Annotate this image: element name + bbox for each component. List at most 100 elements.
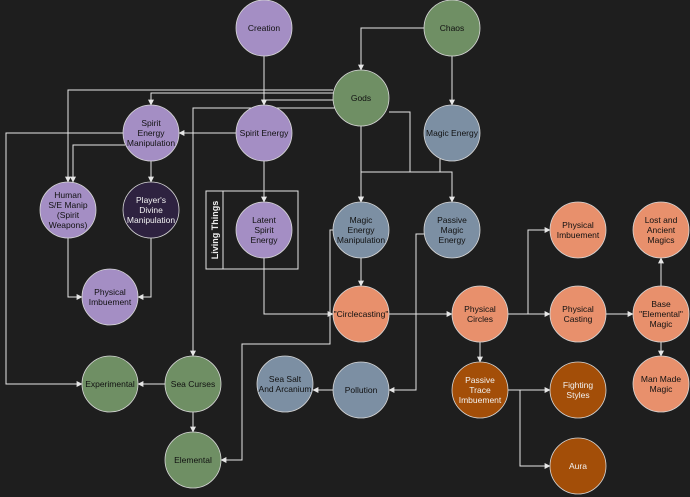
node-label-line: Man Made: [641, 374, 681, 384]
edge-latent-to-circlecasting: [263, 258, 334, 317]
node-label-line: Imbuement: [557, 230, 600, 240]
node-label-line: Imbuement: [89, 297, 132, 307]
node-label-line: Passive: [465, 375, 495, 385]
node-circle: [423, 0, 481, 57]
node-label-line: Lost and: [645, 215, 678, 225]
edge-human-to-phys-imbue-left: [67, 238, 83, 300]
node-circle: [81, 355, 139, 413]
edge-gods-to-human: [65, 89, 333, 183]
node-circle: [423, 104, 481, 162]
edge-magic-energy-to-magic-manip: [358, 158, 441, 203]
node-pollution[interactable]: Pollution: [332, 361, 390, 419]
node-circle: [164, 355, 222, 413]
node-circle: [632, 201, 690, 259]
node-circle: [332, 201, 390, 259]
node-label-line: Physical: [562, 304, 594, 314]
node-label-line: Magic: [650, 384, 673, 394]
node-label-line: Magic: [350, 215, 373, 225]
node-circle: [549, 285, 607, 343]
node-label-line: Aura: [569, 461, 587, 471]
node-label-line: Magic: [441, 225, 464, 235]
living-things-label: Living Things: [210, 201, 220, 260]
node-circle: [451, 361, 509, 419]
node-label-line: Magics: [648, 235, 675, 245]
node-label-line: And Arcanium: [259, 384, 312, 394]
node-label-line: Physical: [562, 220, 594, 230]
node-label-line: Imbuement: [459, 395, 502, 405]
node-label-line: Magic: [650, 319, 673, 329]
node-circlecasting[interactable]: "Circlecasting": [332, 285, 390, 343]
edge-spirit-manip-to-experimental: [5, 132, 123, 387]
node-label-line: Latent: [252, 215, 276, 225]
edge-gods-to-spirit-manip: [148, 92, 333, 106]
node-label-line: Pollution: [345, 385, 378, 395]
edge-divine-to-phys-imbue-left: [137, 238, 152, 300]
node-label-line: "Circlecasting": [334, 309, 389, 319]
node-label-line: Physical: [94, 287, 126, 297]
node-label-line: Energy: [251, 235, 279, 245]
node-circle: [164, 431, 222, 489]
node-label-line: Human: [54, 190, 82, 200]
edge-passive-trace-to-aura: [519, 390, 551, 469]
edge-chaos-to-gods: [358, 27, 425, 71]
node-circle: [332, 285, 390, 343]
node-magic-energy[interactable]: Magic Energy: [423, 104, 481, 162]
node-aura[interactable]: Aura: [549, 437, 607, 495]
node-circle: [332, 361, 390, 419]
node-circle: [451, 285, 509, 343]
node-label-line: Spirit: [141, 118, 161, 128]
edge-magic-manip-to-elemental: [220, 229, 333, 463]
node-label-line: "Elemental": [639, 309, 683, 319]
node-gods[interactable]: Gods: [332, 69, 390, 127]
node-label-line: Experimental: [85, 379, 135, 389]
living-things-group: Living Things: [205, 190, 299, 270]
node-creation[interactable]: Creation: [235, 0, 293, 57]
node-label-line: Sea Curses: [171, 379, 215, 389]
node-chaos[interactable]: Chaos: [423, 0, 481, 57]
node-label-line: Elemental: [174, 455, 212, 465]
node-label-line: Gods: [351, 93, 371, 103]
node-label-line: Magic Energy: [426, 128, 479, 138]
node-label-line: Passive: [437, 215, 467, 225]
node-circle: [632, 355, 690, 413]
node-label-line: Spirit: [254, 225, 274, 235]
node-circle: [549, 361, 607, 419]
node-sea-curses[interactable]: Sea Curses: [164, 355, 222, 413]
node-circle: [235, 104, 293, 162]
node-circle: [632, 285, 690, 343]
node-label-line: Manipulation: [127, 215, 175, 225]
node-circle: [39, 181, 97, 239]
node-label-line: Casting: [564, 314, 593, 324]
node-spirit-energy[interactable]: Spirit Energy: [235, 104, 293, 162]
node-label-line: Physical: [464, 304, 496, 314]
node-label-line: Chaos: [440, 23, 465, 33]
node-elemental[interactable]: Elemental: [164, 431, 222, 489]
node-circle: [122, 104, 180, 162]
node-label-line: Trace: [469, 385, 491, 395]
node-label-line: Divine: [139, 205, 163, 215]
node-label-line: S/E Manip: [48, 200, 87, 210]
node-label-line: Base: [651, 299, 671, 309]
node-base-elemental[interactable]: Base"Elemental"Magic: [632, 285, 690, 343]
node-label-line: Spirit Energy: [240, 128, 289, 138]
node-circle: [122, 181, 180, 239]
node-experimental[interactable]: Experimental: [81, 355, 139, 413]
node-circle: [81, 268, 139, 326]
